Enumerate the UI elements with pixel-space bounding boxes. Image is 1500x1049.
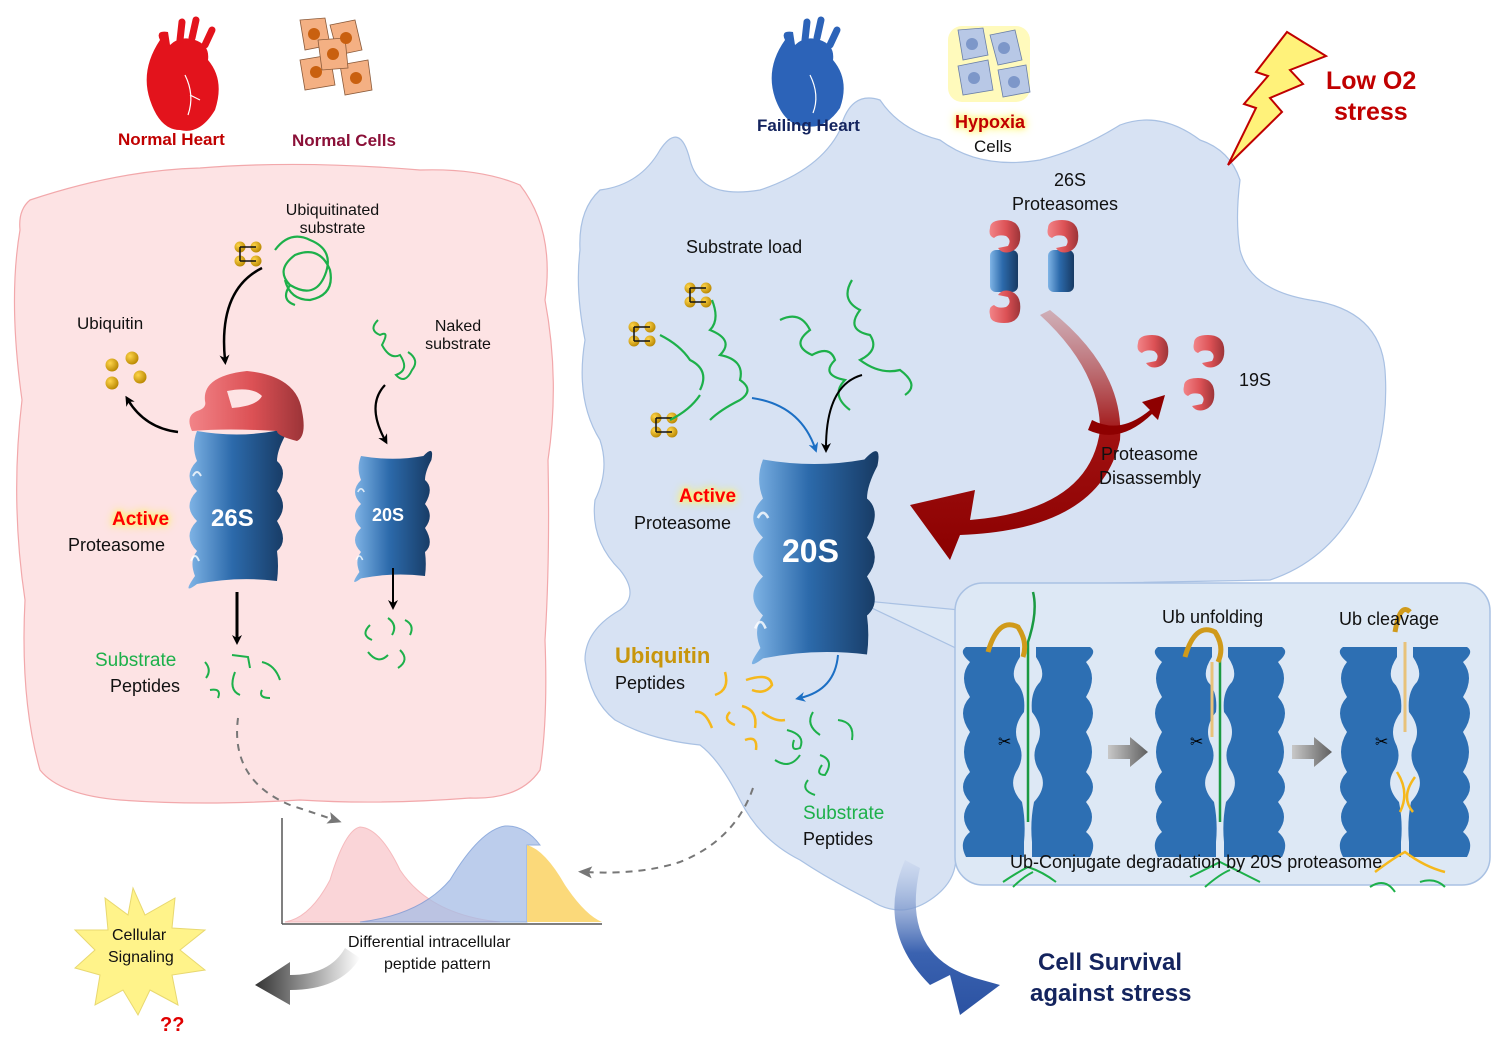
substrate-load-coils (659, 279, 913, 421)
substrate-peptides-right (774, 711, 854, 796)
active-label-left: Active (112, 509, 170, 530)
inset-chamber-2: ✂ (1154, 627, 1286, 888)
survival-arrow (894, 860, 1000, 1015)
hypoxia-cell-body (577, 97, 1387, 911)
hypoxia-label: Hypoxia (955, 112, 1026, 132)
active-label-right: Active (679, 486, 737, 507)
normal-cells-icon (299, 17, 373, 96)
peptides-label-left: Peptides (110, 676, 181, 696)
inset-chamber-1: ✂ (962, 591, 1094, 888)
label-20s-large: 20S (782, 533, 839, 569)
peptide-pattern-chart (281, 818, 602, 925)
substrate-label-left: Substrate (95, 650, 177, 671)
ubiquitin-label: Ubiquitin (77, 314, 144, 333)
arrow-to-20s (374, 384, 388, 445)
disassembly-small-arrow (1088, 395, 1165, 435)
pattern-caption-line1: Differential intracellular (348, 934, 511, 951)
survival-label-line2: against stress (1030, 980, 1192, 1007)
naked-peptides (364, 617, 413, 669)
substrate-label-right: Substrate (803, 803, 885, 824)
naked-substrate-label: Naked substrate (425, 318, 491, 354)
peptides-label-right: Peptides (803, 829, 874, 849)
ubiquitin-peptides-right (694, 671, 786, 751)
disassembly-big-arrow (910, 310, 1121, 560)
label-19s: 19S (1239, 370, 1272, 390)
naked-substrate-coil (372, 319, 417, 380)
hypoxia-cells-icon (948, 26, 1031, 102)
inset-caption: Ub-Conjugate degradation by 20S proteaso… (1010, 852, 1383, 872)
ubiquitin-peptide-distribution (527, 845, 602, 922)
label-26s: 26S (211, 505, 254, 532)
normal-heart-label: Normal Heart (118, 130, 225, 149)
ubiquitinated-substrate-label: Ubiquitinated substrate (285, 202, 380, 238)
normal-cell-body (13, 163, 554, 804)
substrate-load-label: Substrate load (686, 237, 803, 257)
proteasome-26s-icon (187, 371, 304, 590)
proteasomes-26s-label-line2: Proteasomes (1012, 194, 1119, 214)
survival-label-line1: Cell Survival (1038, 949, 1183, 976)
low-o2-label: Low O2 (1326, 67, 1417, 95)
inset-chamber-3: ✂ (1339, 607, 1471, 893)
svg-text:✂: ✂ (1190, 732, 1203, 751)
inset-step-arrow-2 (1292, 737, 1332, 767)
arrow-to-ubiquitin (125, 395, 179, 434)
proteasome-label-right: Proteasome (634, 513, 732, 533)
question-marks: ?? (160, 1014, 185, 1036)
hypoxia-distribution (359, 825, 542, 923)
black-arrow-to-20s (821, 374, 863, 453)
proteasomes-26s-label-line1: 26S (1054, 170, 1087, 190)
svg-text:✂: ✂ (998, 732, 1011, 751)
svg-text:✂: ✂ (1375, 732, 1388, 751)
signaling-arrow (255, 948, 360, 1005)
proteasome-26s-pair-icon (989, 220, 1079, 323)
ubiquitinated-substrate-coil (274, 235, 332, 307)
inset-step2-label: Ub unfolding (1162, 607, 1264, 627)
inset-step3-label: Ub cleavage (1339, 609, 1440, 629)
substrate-peptides-left (204, 654, 281, 699)
ubiquitin-peptides-label-line2: Peptides (615, 673, 686, 693)
stress-label: stress (1334, 98, 1408, 126)
disassembly-label-line1: Proteasome (1101, 444, 1199, 464)
arrow-to-26s (219, 266, 263, 365)
proteasome-label-left: Proteasome (68, 535, 166, 555)
pattern-caption-line2: peptide pattern (384, 956, 491, 973)
failing-heart-label: Failing Heart (757, 116, 860, 135)
dashed-arrow-hypoxia-to-chart (578, 787, 754, 879)
lightning-icon (1227, 30, 1329, 166)
signaling-label-line1: Cellular (112, 927, 167, 944)
signaling-label-line2: Signaling (108, 949, 174, 966)
cells-label: Cells (974, 137, 1012, 156)
normal-cells-label: Normal Cells (292, 131, 396, 150)
ubiquitin-peptides-label-line1: Ubiquitin (615, 643, 711, 668)
blue-arrow-to-20s (751, 397, 819, 453)
failing-heart-icon (771, 16, 844, 127)
disassembly-label-line2: Disassembly (1099, 468, 1202, 488)
signaling-burst-icon (73, 886, 207, 1017)
inset-step-arrow-1 (1108, 737, 1148, 767)
blue-arrow-20s-down (795, 654, 839, 702)
free-ubiquitin-icon (105, 351, 147, 390)
normal-heart-icon (146, 16, 219, 131)
dashed-arrow-normal-to-chart (236, 717, 342, 824)
label-20s-small: 20S (372, 505, 405, 525)
